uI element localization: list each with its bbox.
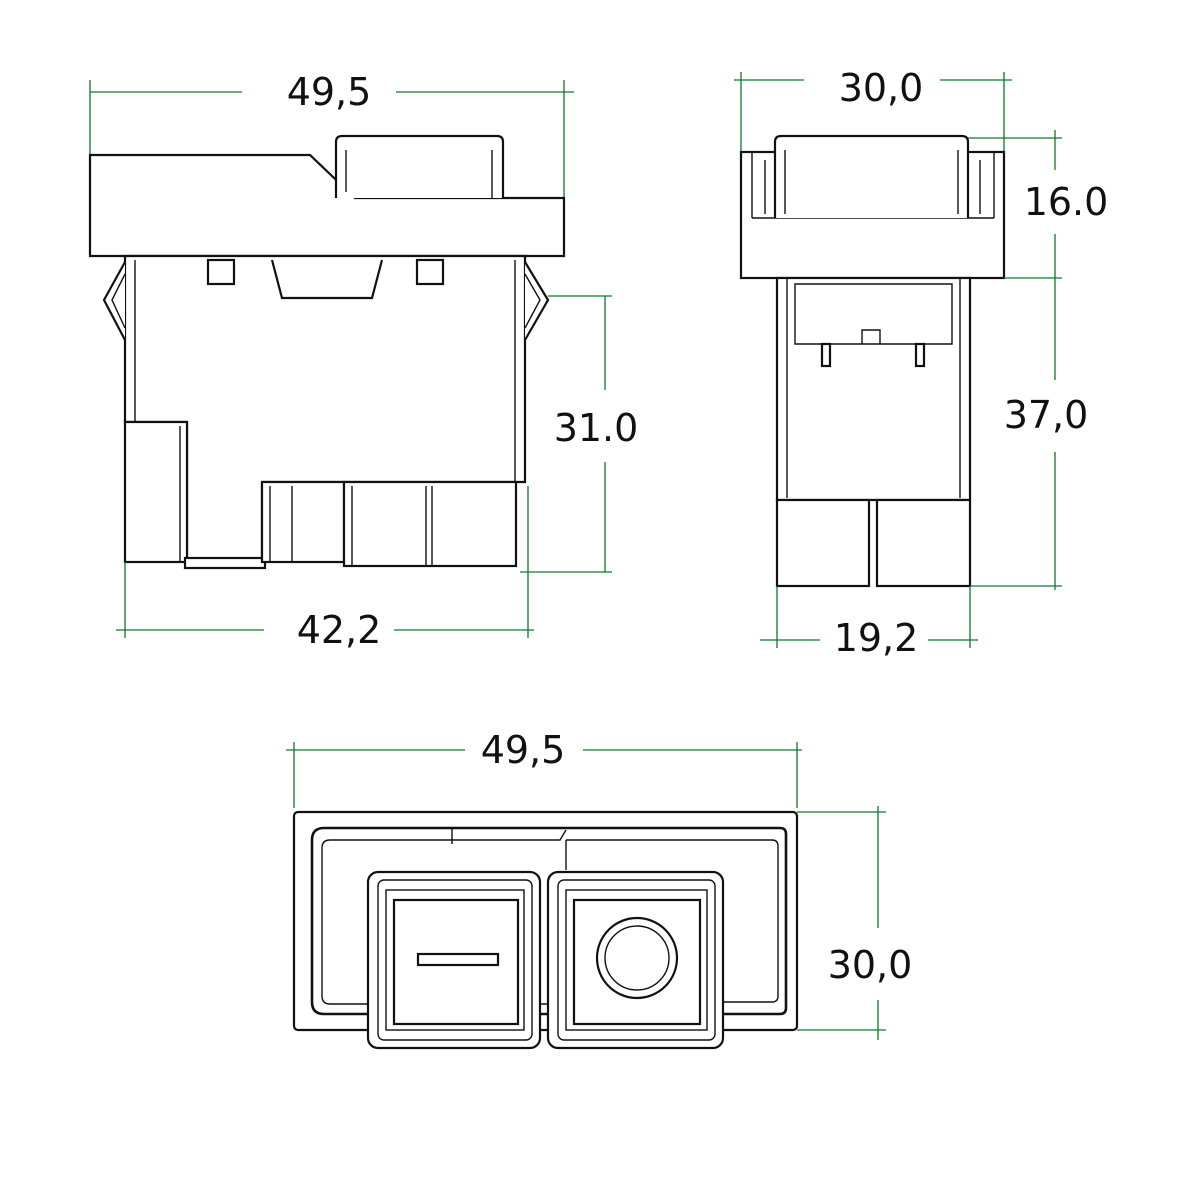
dim-end-height-total: 37,0 [970,286,1088,590]
end-pin-left [820,342,832,368]
top-view: 49,5 [286,728,912,1050]
dim-label-top-width: 49,5 [481,728,566,772]
dim-label-end-height-top: 16.0 [1024,180,1109,224]
side-top-housing [88,153,566,258]
top-off-button [366,870,542,1050]
circle-icon [595,916,679,1000]
side-terminal-left [123,420,189,564]
end-view: 30,0 16.0 [734,66,1108,660]
side-base-foot [183,556,267,570]
side-left-clip [102,261,126,341]
end-main-body [775,276,972,502]
dim-end-width-bottom: 19,2 [760,586,978,660]
end-rocker-bump [773,134,970,218]
dim-top-width: 49,5 [286,728,802,808]
dim-label-end-width-top: 30,0 [839,66,924,110]
minus-bar-icon [416,952,500,967]
dim-label-side-height: 31.0 [554,406,639,450]
dim-label-side-width-top: 49,5 [287,70,372,114]
side-right-clip [524,261,550,341]
side-view: 49,5 [88,70,639,652]
dim-side-height: 31.0 [520,295,639,573]
dim-label-side-width-bottom: 42,2 [297,608,382,652]
dim-end-width-top: 30,0 [734,66,1012,152]
dim-label-end-width-bottom: 19,2 [834,616,919,660]
side-terminal-mid [260,480,346,564]
side-tab-left [206,258,236,286]
side-center-boss [270,259,384,300]
dim-label-top-height: 30,0 [828,943,913,987]
dim-side-width-top: 49,5 [89,70,574,200]
side-terminal-right [342,480,518,568]
dim-end-height-top: 16.0 [968,130,1108,286]
end-pin-right [914,342,926,368]
side-tab-right [415,258,445,286]
end-terminal-left [775,498,871,588]
end-terminal-right [875,498,972,588]
dim-side-width-bottom: 42,2 [116,486,534,652]
dim-label-end-height-total: 37,0 [1004,393,1089,437]
side-rocker-bump [334,134,505,198]
top-on-button [546,870,725,1050]
dim-top-height: 30,0 [797,806,912,1040]
